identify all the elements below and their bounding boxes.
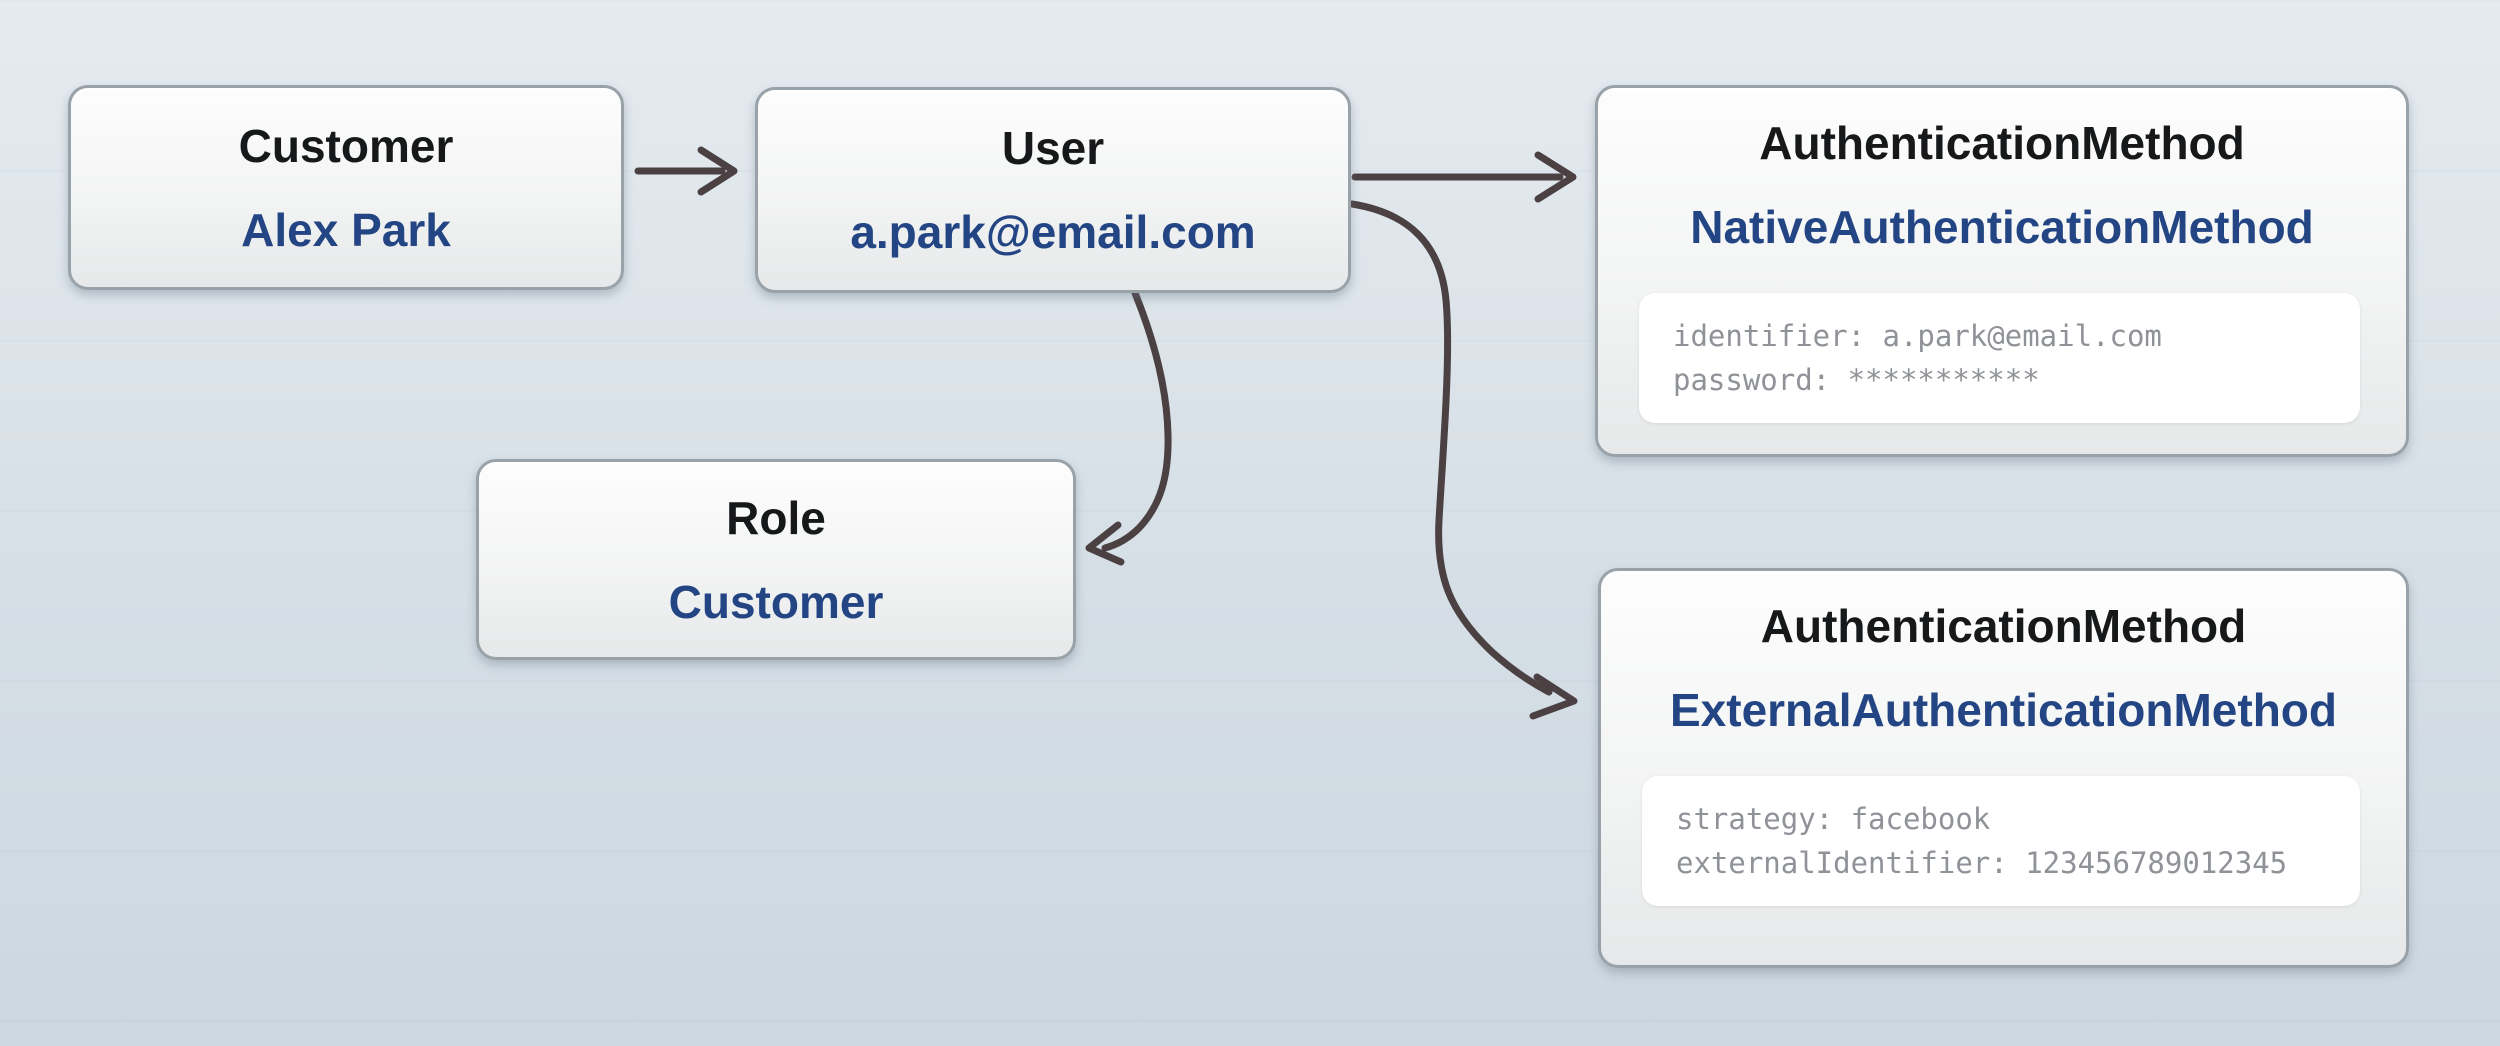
entity-customer-value: Alex Park [241,203,451,256]
entity-role-title: Role [726,491,826,544]
entity-user-title: User [1001,122,1105,174]
attribute-strategy: strategy: facebook [1676,802,1991,836]
attribute-panel: strategy: facebook externalIdentifier: 1… [1642,776,2360,906]
entity-external-auth-title: AuthenticationMethod [1760,600,2247,652]
entity-native-auth-value: NativeAuthenticationMethod [1690,201,2314,253]
edge-user-to-external-auth [1348,200,1578,720]
entity-user-value: a.park@email.com [850,206,1256,258]
attribute-password: password: *********** [1673,363,2040,397]
attribute-identifier: identifier: a.park@email.com [1673,319,2162,353]
entity-external-authentication-method: AuthenticationMethod ExternalAuthenticat… [1598,568,2409,968]
entity-role: Role Customer [476,459,1076,660]
entity-external-auth-value: ExternalAuthenticationMethod [1669,684,2338,736]
edge-user-to-native-auth-arrowhead [1534,151,1577,203]
entity-customer: Customer Alex Park [68,85,624,290]
entity-user: User a.park@email.com [755,87,1351,293]
edge-user-to-external-auth-line [1348,200,1553,696]
edge-customer-to-user-arrowhead [697,146,738,196]
edge-customer-to-user [634,146,738,196]
attribute-panel: identifier: a.park@email.com password: *… [1639,293,2360,423]
entity-role-value: Customer [668,575,884,628]
attribute-external-identifier: externalIdentifier: 123456789012345 [1676,846,2288,880]
entity-native-auth-title: AuthenticationMethod [1759,117,2245,169]
edge-user-to-native-auth [1351,151,1577,203]
edge-user-to-external-auth-arrowhead [1529,673,1578,720]
entity-customer-title: Customer [238,119,454,172]
edge-user-to-role-arrowhead [1085,521,1125,566]
edge-user-to-role [1085,289,1172,566]
entity-native-authentication-method: AuthenticationMethod NativeAuthenticatio… [1595,85,2409,457]
edge-user-to-role-line [1101,289,1172,552]
